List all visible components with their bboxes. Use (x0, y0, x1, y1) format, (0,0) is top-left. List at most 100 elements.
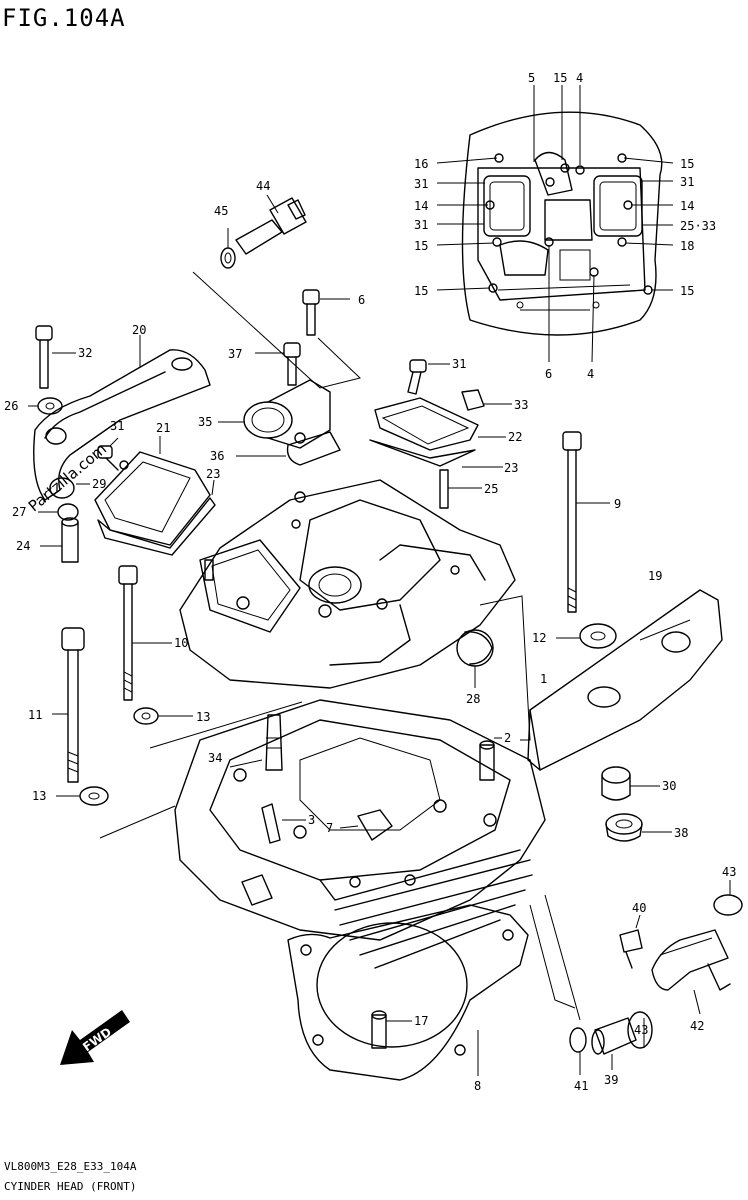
callout-45: 45 (214, 204, 228, 218)
callout-37: 37 (228, 347, 242, 361)
callout-19: 19 (648, 569, 662, 583)
bolt-11 (52, 627, 85, 783)
callout-41: 41 (574, 1079, 588, 1093)
callout-2: 2 (504, 731, 511, 745)
grommet-30 (601, 766, 660, 801)
callout-30: 30 (662, 779, 676, 793)
sensor-and-washer (220, 194, 307, 269)
fitting-29-27-24 (38, 477, 90, 563)
cover-22-gasket-23 (369, 397, 506, 468)
callout-43: 43 (634, 1023, 648, 1037)
callout-36: 36 (210, 449, 224, 463)
callout-18: 18 (680, 239, 694, 253)
callout-10: 10 (174, 636, 188, 650)
callout-23: 23 (504, 461, 518, 475)
bolt-31-upper (407, 359, 450, 395)
grommet-38 (605, 813, 672, 842)
callout-28: 28 (466, 692, 480, 706)
callout-6: 6 (545, 367, 552, 381)
callout-11: 11 (28, 708, 42, 722)
callout-44: 44 (256, 179, 270, 193)
washer-13-left (56, 786, 109, 806)
callout-labels: 5 15 4 16 15 31 31 14 14 31 25·33 15 18 … (4, 71, 736, 1093)
callout-31: 31 (452, 357, 466, 371)
callout-15: 15 (414, 239, 428, 253)
callout-6: 6 (358, 293, 365, 307)
head-gasket-8 (287, 904, 529, 1081)
callout-29: 29 (92, 477, 106, 491)
figure-name: CYINDER HEAD (FRONT) (4, 1180, 137, 1193)
cylinder-head-main (99, 699, 546, 969)
stud-25 (439, 469, 482, 509)
callout-4: 4 (587, 367, 594, 381)
callout-31: 31 (414, 177, 428, 191)
callout-14: 14 (414, 199, 428, 213)
callout-31: 31 (414, 218, 428, 232)
callout-25-33: 25·33 (680, 219, 716, 233)
head-cover-19 (527, 589, 723, 771)
callout-26: 26 (4, 399, 18, 413)
callout-24: 24 (16, 539, 30, 553)
cover-21 (94, 436, 216, 556)
callout-13: 13 (32, 789, 46, 803)
callout-21: 21 (156, 421, 170, 435)
callout-38: 38 (674, 826, 688, 840)
water-outlet-35 (218, 379, 341, 466)
callout-35: 35 (198, 415, 212, 429)
head-top-view-inset (436, 85, 674, 363)
callout-43: 43 (722, 865, 736, 879)
callout-20: 20 (132, 323, 146, 337)
washer-12 (556, 623, 617, 649)
guide-7 (339, 809, 393, 841)
callout-22: 22 (508, 430, 522, 444)
spark-plug-34 (229, 714, 283, 771)
callout-34: 34 (208, 751, 222, 765)
callout-23: 23 (206, 467, 220, 481)
callout-15: 15 (553, 71, 567, 85)
callout-5: 5 (528, 71, 535, 85)
callout-15: 15 (680, 157, 694, 171)
figure-title: FIG.104A (2, 4, 126, 32)
cap-33 (461, 389, 512, 411)
callout-27: 27 (12, 505, 26, 519)
bolt-10 (118, 565, 172, 701)
forward-arrow: FWD (60, 1010, 130, 1065)
dowel-17 (371, 1010, 412, 1049)
callout-33: 33 (514, 398, 528, 412)
callout-15: 15 (414, 284, 428, 298)
stud-3 (261, 803, 306, 844)
callout-31: 31 (110, 419, 124, 433)
callout-1: 1 (540, 672, 547, 686)
washer-26 (28, 397, 63, 415)
figure-code: VL800M3_E28_E33_104A (4, 1160, 137, 1173)
callout-13: 13 (196, 710, 210, 724)
callout-12: 12 (532, 631, 546, 645)
washer-13-right (133, 707, 193, 725)
callout-17: 17 (414, 1014, 428, 1028)
callout-32: 32 (78, 346, 92, 360)
dowel-2 (479, 595, 531, 781)
callout-16: 16 (414, 157, 428, 171)
hose-assembly (529, 880, 743, 1075)
bolt-9 (562, 431, 610, 613)
callout-8: 8 (474, 1079, 481, 1093)
callout-42: 42 (690, 1019, 704, 1033)
callout-14: 14 (680, 199, 694, 213)
callout-4: 4 (576, 71, 583, 85)
callout-3: 3 (308, 813, 315, 827)
callout-39: 39 (604, 1073, 618, 1087)
callout-25: 25 (484, 482, 498, 496)
side-cover-20 (33, 335, 211, 501)
bolt-32 (35, 325, 76, 389)
callout-31: 31 (680, 175, 694, 189)
callout-40: 40 (632, 901, 646, 915)
callout-7: 7 (326, 821, 333, 835)
bolt-6 (302, 289, 350, 336)
bolt-31-left (97, 437, 119, 471)
upper-head-section (179, 479, 516, 689)
callout-9: 9 (614, 497, 621, 511)
bolt-37 (255, 342, 301, 386)
plug-28 (456, 629, 494, 688)
callout-15: 15 (680, 284, 694, 298)
